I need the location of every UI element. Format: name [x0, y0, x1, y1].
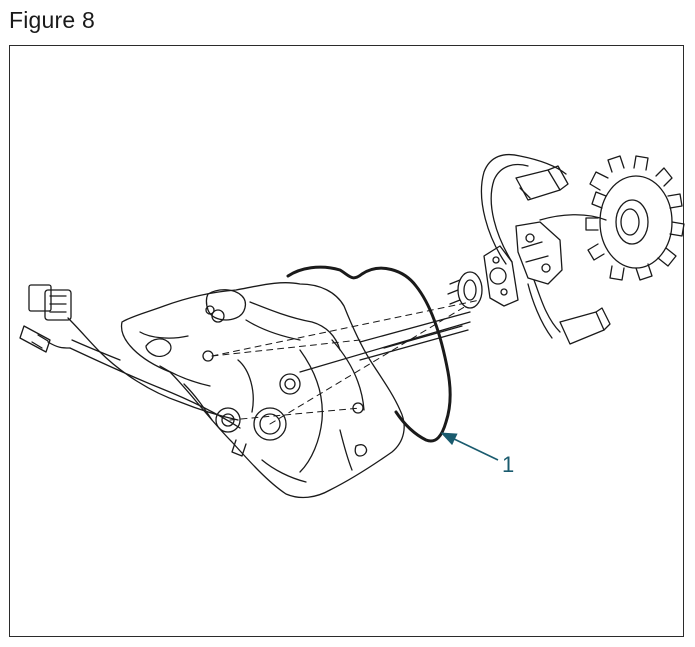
oil-seal [447, 271, 483, 309]
alignment-lines [211, 299, 481, 425]
sensor-connector-icon [19, 284, 72, 353]
pulser-coil [515, 221, 563, 285]
gasket [286, 265, 452, 443]
stator-coil [585, 155, 685, 281]
figure-frame [9, 45, 684, 637]
top-connector [515, 165, 569, 201]
crankcase-cover [120, 282, 405, 499]
callout-number: 1 [502, 452, 514, 477]
shaft-axis [299, 311, 471, 373]
pickup-plate [483, 245, 519, 307]
wire-harness-left [67, 317, 239, 421]
wire-harness-top [480, 153, 567, 265]
callout-leader [440, 432, 499, 461]
lower-connector [559, 307, 611, 345]
figure-title: Figure 8 [9, 7, 95, 33]
